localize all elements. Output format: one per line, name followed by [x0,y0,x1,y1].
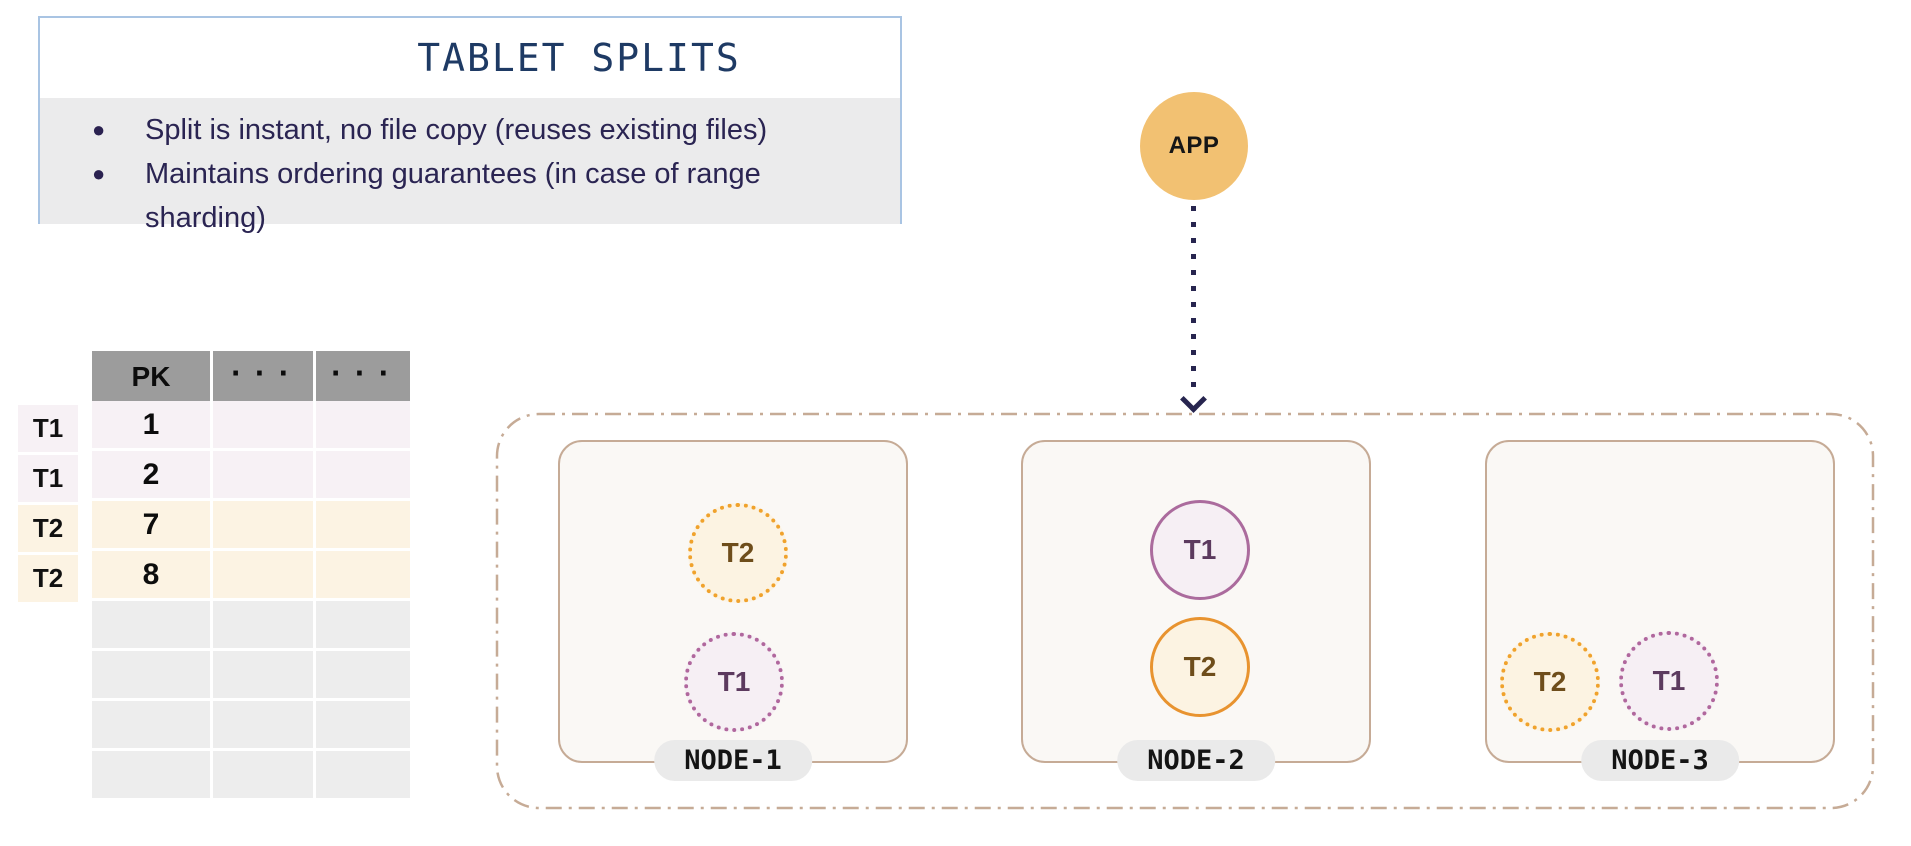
table-cell [213,501,313,548]
node-3-label: NODE-3 [1581,740,1739,781]
table-cell [92,651,210,698]
table-cell [316,501,410,548]
table-cell [316,651,410,698]
table-header-pk: PK [92,351,210,402]
table-cell [213,401,313,448]
tablet-splits-info-box: TABLET SPLITS Split is instant, no file … [38,16,902,234]
node-1-tablet-t2: T2 [688,503,788,603]
node-2-tablet-t1: T1 [1150,500,1250,600]
table-cell [213,751,313,798]
info-bullet-2: Maintains ordering guarantees (in case o… [40,152,850,240]
node-2-label: NODE-2 [1117,740,1275,781]
node-2-tablet-t2: T2 [1150,617,1250,717]
info-box-body: Split is instant, no file copy (reuses e… [40,98,900,234]
table-cell [316,551,410,598]
table-cell [92,751,210,798]
info-bullet-1: Split is instant, no file copy (reuses e… [40,108,850,152]
node-3-box: T2 T1 NODE-3 [1485,440,1835,781]
table-header-dots-1: ... [227,349,299,383]
info-box-title: TABLET SPLITS [417,36,741,80]
table-cell [316,601,410,648]
row-label-t2-a: T2 [18,505,78,552]
table-cell [316,401,410,448]
cluster-boundary [495,412,1875,810]
table-cell: 1 [92,401,210,448]
node-3-tablet-t1: T1 [1619,631,1719,731]
node-1-box: T2 T1 NODE-1 [558,440,908,781]
row-label-t2-b: T2 [18,555,78,602]
table-cell [213,551,313,598]
app-circle: APP [1140,92,1248,200]
table-header-dots-2: ... [327,349,399,383]
arrow-down-icon [1180,386,1207,413]
table-cell [213,651,313,698]
table-row-label-column: T1 T1 T2 T2 [18,405,78,602]
table-cell [213,451,313,498]
table-cell [92,701,210,748]
table-cell: 7 [92,501,210,548]
table-cell [213,701,313,748]
node-1-tablet-t1: T1 [684,632,784,732]
node-1-label: NODE-1 [654,740,812,781]
app-to-node2-arrow-line [1191,206,1196,394]
table-cell: 8 [92,551,210,598]
table-cell [316,701,410,748]
pk-table: PK ... ... 1 2 7 8 [92,349,410,798]
table-cell [316,751,410,798]
table-cell [316,451,410,498]
table-cell: 2 [92,451,210,498]
table-cell [213,601,313,648]
row-label-t1-b: T1 [18,455,78,502]
node-2-box: T1 T2 NODE-2 [1021,440,1371,781]
row-label-t1-a: T1 [18,405,78,452]
info-bullet-list: Split is instant, no file copy (reuses e… [40,108,900,240]
node-3-tablet-t2: T2 [1500,632,1600,732]
table-cell [92,601,210,648]
